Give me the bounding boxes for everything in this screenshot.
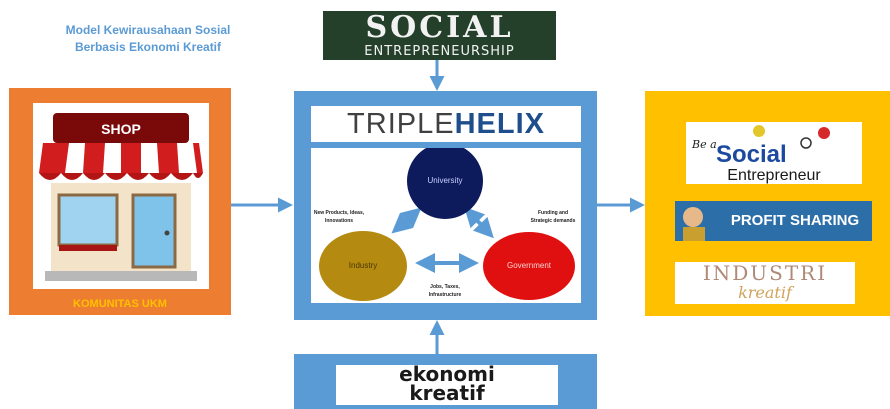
title-line-1: Model Kewirausahaan Sosial xyxy=(65,23,231,37)
government-label: Government xyxy=(507,261,552,270)
title-line-2: Berbasis Ekonomi Kreatif xyxy=(74,40,222,54)
left-relation-label-2: Innovations xyxy=(325,218,353,224)
social-entrepreneurship-logo: SOCIAL ENTREPRENEURSHIP xyxy=(323,11,556,60)
triple-helix-title-part2: HELIX xyxy=(454,108,545,140)
triple-helix-title: TRIPLEHELIX xyxy=(311,106,581,142)
ekonomi-kreatif-card: ekonomi kreatif xyxy=(336,362,558,405)
university-government-arrow xyxy=(464,206,494,239)
person-icon xyxy=(683,207,703,227)
diagram-title: Model Kewirausahaan Sosial Berbasis Ekon… xyxy=(18,22,278,56)
be-a-text: Be a xyxy=(691,138,717,151)
triple-helix-title-part1: TRIPLE xyxy=(347,108,455,140)
person-icon xyxy=(800,137,812,149)
government-node xyxy=(483,232,575,300)
entrepreneur-word: Entrepreneur xyxy=(727,167,821,184)
industry-node xyxy=(319,231,407,301)
university-label: University xyxy=(427,176,462,185)
ukm-community-label: KOMUNITAS UKM xyxy=(73,298,167,310)
industri-word: INDUSTRI xyxy=(702,261,828,285)
lightbulb-icon xyxy=(753,125,765,137)
bottom-relation-label-1: Jobs, Taxes, xyxy=(430,284,460,290)
bottom-relation-label-2: Infrastructure xyxy=(429,292,462,298)
social-word: Social xyxy=(716,141,787,168)
social-entrepreneur-svg: Be a Social Entrepreneur xyxy=(691,125,830,184)
industri-kreatif-logo: INDUSTRI kreatif xyxy=(675,262,855,304)
triple-helix-svg: University Industry Government New Produ… xyxy=(314,143,576,301)
social-logo-word: SOCIAL xyxy=(365,11,514,45)
kreatif-word: kreatif xyxy=(738,283,792,302)
shop-icon: SHOP xyxy=(39,113,203,281)
heart-icon xyxy=(818,127,830,139)
profit-sharing-banner xyxy=(675,201,872,241)
profit-sharing-art xyxy=(675,201,872,241)
ekonomi-word: ekonomi xyxy=(399,362,495,386)
profit-sharing-label: PROFIT SHARING xyxy=(730,212,860,229)
shop-sign-text: SHOP xyxy=(101,121,141,137)
right-relation-label-1: Funding and xyxy=(538,210,568,216)
shop-illustration: SHOP xyxy=(33,103,209,289)
industry-label: Industry xyxy=(349,261,377,270)
industry-university-arrow xyxy=(391,207,422,234)
social-logo-subword: ENTREPRENEURSHIP xyxy=(364,44,515,59)
triple-helix-diagram: University Industry Government New Produ… xyxy=(311,143,581,303)
be-a-social-entrepreneur-logo: Be a Social Entrepreneur xyxy=(686,122,862,184)
left-relation-label-1: New Products, Ideas, xyxy=(314,210,365,216)
right-relation-label-2: Strategic demands xyxy=(531,218,576,224)
kreatif-word: kreatif xyxy=(409,381,485,405)
university-node xyxy=(407,143,483,219)
